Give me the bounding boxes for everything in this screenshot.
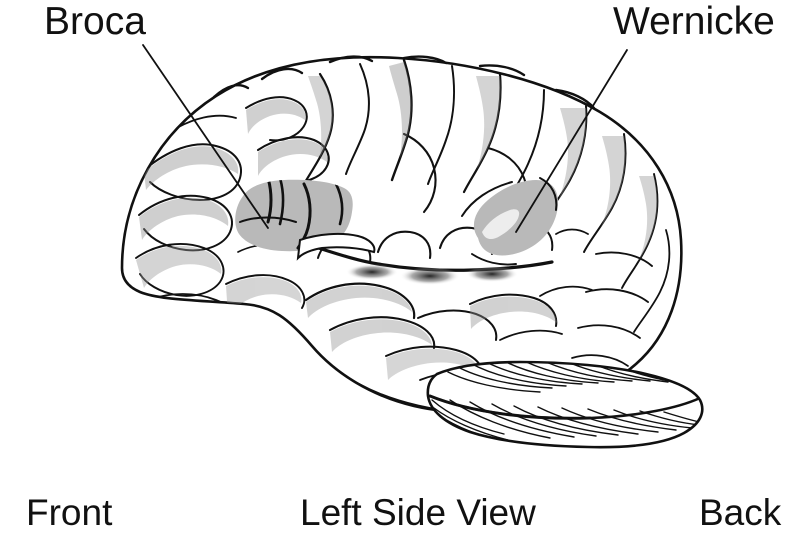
cerebellum-cerebrum-junction [428,394,592,420]
temporal-lobe-shading [306,285,557,380]
superior-margin-bumps [212,55,596,110]
wernicke-leader-line [515,49,628,233]
broca-region-fill [235,179,353,252]
frontal-lobe-shading [136,99,328,316]
parietal-lobe-shading [308,62,658,262]
cerebrum [120,55,683,415]
wernicke-region-notch [482,209,520,240]
broca-leader-line [142,44,269,229]
back-orientation-label: Back [699,492,782,533]
sylvian-fissure-shadow [346,264,518,285]
view-caption: Left Side View [300,492,536,533]
cerebrum-outline [120,55,683,415]
broca-label: Broca [44,0,146,43]
wernicke-label: Wernicke [613,0,775,43]
cerebellum [426,360,704,449]
broca-inferior-gyrus [296,232,376,261]
wernicke-surrounding-sulci [461,177,589,266]
front-orientation-label: Front [26,492,113,533]
temporal-lobe-sulci [304,222,593,381]
